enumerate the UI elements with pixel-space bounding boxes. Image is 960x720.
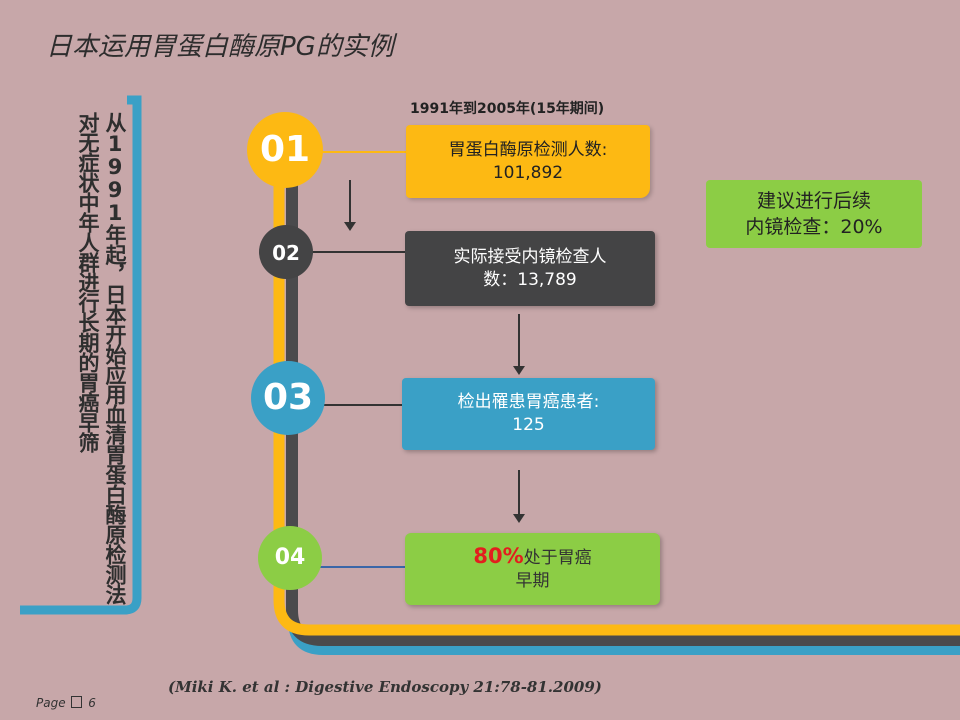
- arrow-2-3: [518, 314, 520, 368]
- step-number-01: 01: [259, 129, 311, 170]
- early-stage-percentage: 80%: [473, 544, 524, 568]
- arrow-3-4: [518, 470, 520, 516]
- recommendation-line2: 内镜检查：20%: [745, 216, 883, 238]
- step-number-04: 04: [274, 545, 306, 570]
- step-box-02: 实际接受内镜检查人 数：13,789: [405, 231, 655, 306]
- step-box-01: 胃蛋白酶原检测人数: 101,892: [406, 125, 650, 198]
- arrow-head-3-4: [513, 514, 525, 523]
- step-circle-02: [259, 225, 313, 279]
- timeline-rail-yellow: [273, 150, 960, 636]
- arrow-1-2: [349, 180, 351, 224]
- page-box-icon: [71, 696, 83, 708]
- step-04-line2: 早期: [515, 571, 550, 591]
- step-02-line2: 数：13,789: [483, 269, 577, 290]
- step-box-04: 80%处于胃癌 早期: [405, 533, 660, 605]
- period-label: 1991年到2005年(15年期间): [410, 101, 605, 117]
- step-circle-04: [258, 526, 322, 590]
- arrow-head-2-3: [513, 366, 525, 375]
- step-number-02: 02: [272, 241, 300, 265]
- page-number: 6: [88, 696, 96, 710]
- step-03-line1: 检出罹患胃癌患者:: [457, 392, 600, 412]
- side-vertical-text: 从1991年起，日本开始应用血清胃蛋白酶原检测法对无症状中年人群进行长期的胃癌早…: [76, 112, 127, 604]
- recommendation-box: 建议进行后续 内镜检查：20%: [706, 180, 922, 248]
- arrow-head-1-2: [344, 222, 356, 231]
- step-box-03: 检出罹患胃癌患者: 125: [402, 378, 655, 450]
- step-04-line1: 80%处于胃癌: [473, 545, 591, 570]
- citation: (Miki K. et al : Digestive Endoscopy 21:…: [168, 678, 602, 696]
- step-circle-03: [251, 361, 325, 435]
- step-01-line2: 101,892: [492, 162, 564, 183]
- step-circle-01: [247, 112, 323, 188]
- page-footer: Page 6: [36, 696, 96, 710]
- step-02-line1: 实际接受内镜检查人: [453, 246, 607, 267]
- step-04-line1-rest: 处于胃癌: [523, 548, 592, 568]
- step-number-03: 03: [262, 377, 314, 418]
- step-01-line1: 胃蛋白酶原检测人数:: [448, 139, 608, 160]
- step-03-line2: 125: [512, 415, 545, 435]
- recommendation-line1: 建议进行后续: [756, 190, 871, 212]
- side-bracket: [20, 95, 142, 615]
- page-label: Page: [36, 696, 66, 710]
- slide-title: 日本运用胃蛋白酶原PG的实例: [46, 32, 394, 62]
